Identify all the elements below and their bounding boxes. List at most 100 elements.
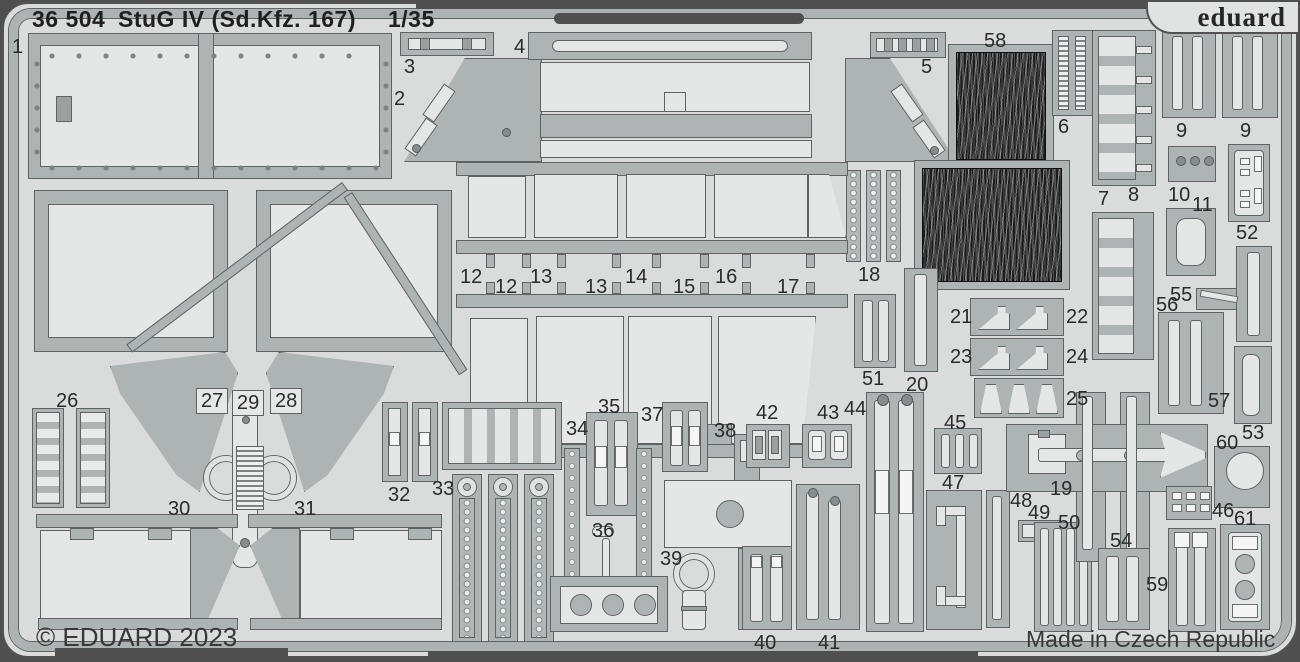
- part-29-hole-bottom: [240, 538, 250, 548]
- part-40-rod2: [770, 554, 783, 622]
- part-58-texture-upper: [956, 52, 1046, 160]
- sprue-tab: [612, 254, 621, 268]
- part-number-6: 6: [1058, 116, 1070, 138]
- part-6-spring2: [1075, 36, 1086, 110]
- part-5-notch2: [898, 38, 907, 52]
- part-number-29: 29: [232, 390, 265, 416]
- part-number-52: 52: [1236, 222, 1259, 244]
- sprue-tab: [700, 254, 709, 268]
- sprue-tab: [557, 254, 566, 268]
- part-2-left-hole: [412, 144, 421, 153]
- sprue-tab: [652, 254, 661, 268]
- sprue-tab: [522, 282, 531, 294]
- part-1-divider: [198, 33, 214, 179]
- part-61-hole2: [1235, 580, 1255, 600]
- clamp-arm2: [1136, 76, 1152, 84]
- part-number-41: 41: [818, 632, 841, 654]
- clamp-arm5: [1136, 164, 1152, 172]
- part-number-53: 53: [1242, 422, 1265, 444]
- made-in-text: Made in Czech Republic: [1026, 626, 1276, 652]
- part-number-14: 14: [625, 266, 648, 288]
- part-33-ring1: [458, 478, 476, 496]
- part-number-20: 20: [906, 374, 929, 396]
- part-number-59: 59: [1146, 574, 1169, 596]
- skirt-panel-17: [718, 316, 816, 444]
- part-9b-frame: [1222, 30, 1278, 118]
- part-18-chain2: [866, 170, 881, 262]
- part-number-51: 51: [862, 368, 885, 390]
- part-52-slot5: [1240, 201, 1250, 208]
- part-53-bracket: [1242, 354, 1260, 416]
- part-1-rivets-left: [33, 60, 41, 164]
- part-33-chain1: [459, 498, 475, 638]
- part-number-47: 47: [942, 472, 965, 494]
- skirt-panel-14: [626, 174, 706, 238]
- sprue-tab: [557, 282, 566, 294]
- skirt-lower-top-bar: [456, 294, 848, 308]
- part-number-40: 40: [754, 632, 777, 654]
- part-30-tab2: [148, 528, 172, 540]
- part-30-bottom-rail: [38, 618, 238, 630]
- part-number-17: 17: [777, 276, 800, 298]
- part-number-12: 12: [460, 266, 483, 288]
- part-35-sect2: [615, 446, 627, 468]
- part-45-strip3: [969, 434, 978, 468]
- part-number-56: 56: [1156, 294, 1179, 316]
- part-57-rod1: [1168, 320, 1180, 406]
- part-5-notch4: [926, 38, 935, 52]
- part-number-21: 21: [950, 306, 973, 328]
- skirt-panel-13u: [534, 174, 618, 238]
- part-61-slot-bottom: [1232, 604, 1258, 618]
- part-number-2: 2: [394, 88, 406, 110]
- part-42-inner2: [771, 436, 779, 454]
- part-number-24: 24: [1066, 346, 1089, 368]
- part-54-rod1: [1106, 556, 1119, 622]
- part-43-slot1: [812, 436, 822, 452]
- part-number-23: 23: [950, 346, 973, 368]
- part-number-44: 44: [844, 398, 867, 420]
- keyhole-detail: [502, 128, 511, 137]
- part-number-33: 33: [432, 478, 455, 500]
- part-10-key3: [1204, 156, 1214, 166]
- part-26-clips2: [80, 412, 106, 504]
- part-18-chain1: [846, 170, 861, 262]
- part-36-rail2: [636, 448, 652, 580]
- part-number-35: 35: [598, 396, 621, 418]
- clamp-arm3: [1136, 106, 1152, 114]
- part-33-chain2: [495, 498, 511, 638]
- part-44-knob1: [877, 394, 889, 406]
- part-33-chain3: [531, 498, 547, 638]
- sprue-tab: [700, 282, 709, 294]
- top-edge-gap: [416, 0, 1146, 9]
- part-number-32: 32: [388, 484, 411, 506]
- part-4-slot: [552, 40, 788, 52]
- part-number-25: 25: [1066, 388, 1089, 410]
- part-58-texture-lower: [922, 168, 1062, 282]
- part-number-55: 55: [1170, 284, 1193, 306]
- part-number-38: 38: [714, 420, 737, 442]
- part-9a-rod2: [1192, 36, 1203, 110]
- part-33-ring2: [494, 478, 512, 496]
- part-56-clamps: [1098, 218, 1134, 354]
- part-52-slot1: [1240, 158, 1250, 165]
- part-number-42: 42: [756, 402, 779, 424]
- part-11-face: [1176, 218, 1206, 266]
- part-31-bottom-rail: [250, 618, 442, 630]
- part-45-strip1: [941, 434, 950, 468]
- clamp-arm1: [1136, 46, 1152, 54]
- part-number-3: 3: [404, 56, 416, 78]
- part-7-8-clamps: [1098, 36, 1136, 180]
- part-number-61: 61: [1234, 508, 1257, 530]
- part-6-spring1: [1058, 36, 1069, 110]
- part-number-54: 54: [1110, 530, 1133, 552]
- part-51-rod1: [862, 300, 873, 362]
- part-36-hole2: [602, 594, 624, 616]
- part-1-rivets-top: [48, 52, 368, 60]
- part-number-8: 8: [1128, 184, 1140, 206]
- part-39-band: [681, 606, 707, 611]
- part-1-rivets-bottom: [48, 164, 378, 172]
- part-36-hole3: [634, 594, 656, 616]
- part-number-27: 27: [196, 388, 229, 414]
- part-45-strip2: [955, 434, 964, 468]
